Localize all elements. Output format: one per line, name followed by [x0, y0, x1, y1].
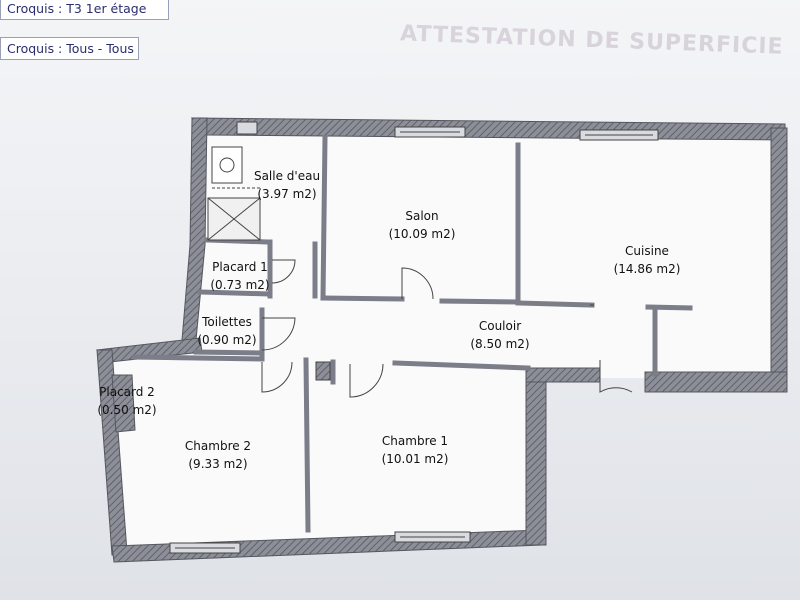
plan-title-label: Croquis : T3 1er étage	[0, 0, 169, 20]
room-name-salle-d-eau: Salle d'eau	[254, 169, 320, 183]
room-area-chambre-2: (9.33 m2)	[188, 457, 247, 471]
room-area-salle-d-eau: (3.97 m2)	[257, 187, 316, 201]
room-name-cuisine: Cuisine	[625, 244, 669, 258]
room-name-couloir: Couloir	[479, 319, 521, 333]
windows	[169, 121, 659, 554]
room-area-salon: (10.09 m2)	[389, 227, 456, 241]
structural-column	[315, 361, 331, 381]
room-name-toilettes: Toilettes	[201, 315, 252, 329]
plan-filter-label: Croquis : Tous - Tous	[0, 37, 139, 60]
interior-partitions	[132, 135, 693, 533]
room-name-chambre-1: Chambre 1	[382, 434, 448, 448]
room-area-placard-2: (0.50 m2)	[97, 403, 156, 417]
room-area-toilettes: (0.90 m2)	[197, 333, 256, 347]
room-area-cuisine: (14.86 m2)	[614, 262, 681, 276]
door-swings	[261, 259, 633, 398]
room-area-placard-1: (0.73 m2)	[210, 278, 269, 292]
room-name-placard-1: Placard 1	[212, 260, 268, 274]
room-labels: Salle d'eau (3.97 m2) Salon (10.09 m2) C…	[97, 169, 680, 471]
room-area-chambre-1: (10.01 m2)	[382, 452, 449, 466]
floor-area	[112, 130, 780, 548]
room-name-salon: Salon	[405, 209, 438, 223]
room-name-placard-2: Placard 2	[99, 385, 155, 399]
bathroom-fixtures	[207, 146, 262, 241]
room-area-couloir: (8.50 m2)	[470, 337, 529, 351]
room-name-chambre-2: Chambre 2	[185, 439, 251, 453]
